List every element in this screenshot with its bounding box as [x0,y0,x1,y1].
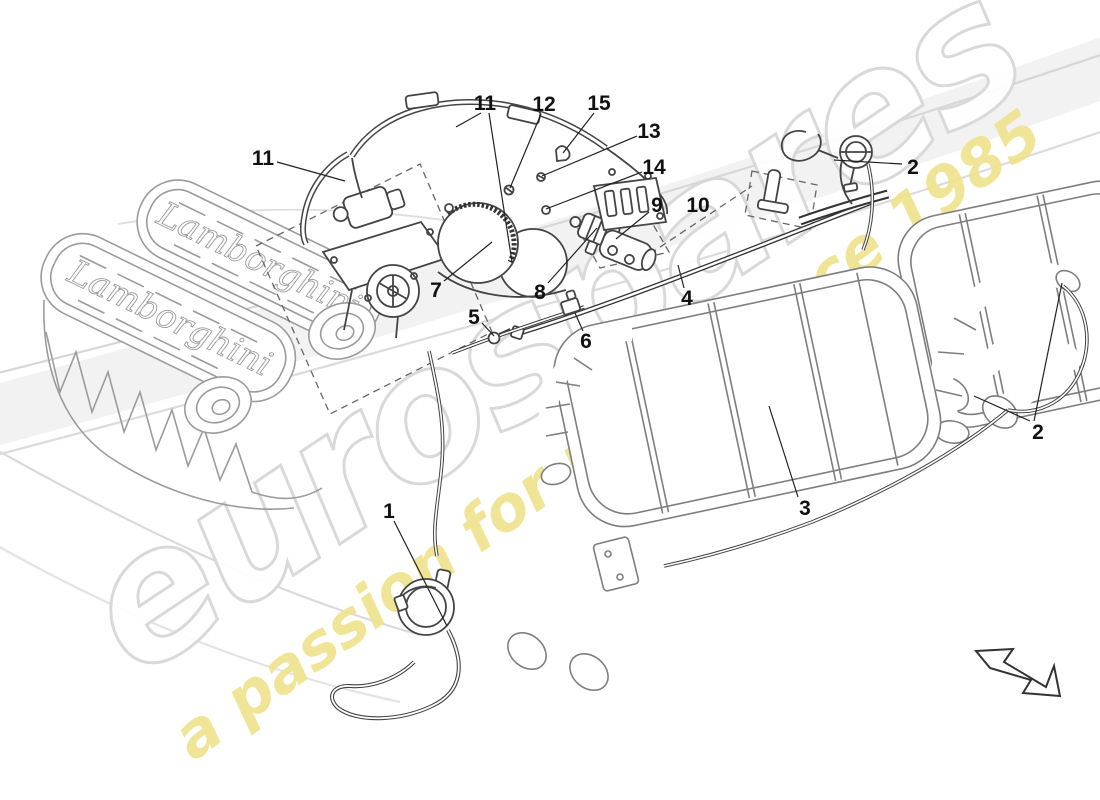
callout-2: 2 [1032,421,1044,444]
callout-2: 2 [907,156,919,179]
callout-13: 13 [637,120,660,143]
reservoir-bracket-wire [437,271,567,298]
engine-lower-outline [43,299,295,510]
exhaust-assembly [507,180,1100,692]
callout-11: 11 [474,92,497,115]
leader-line [545,171,643,210]
callout-layer: 11 11 12 15 13 14 9 10 7 8 5 6 4 2 2 3 1 [252,92,1063,627]
callout-9: 9 [651,194,663,217]
hook-wire [780,130,822,162]
engine-intake-runners [45,331,253,493]
callout-15: 15 [587,92,611,115]
leader-line [509,113,542,189]
reservoir-label-band [446,201,517,264]
muffler-main [553,266,942,528]
callout-11: 11 [252,147,275,170]
callout-4: 4 [681,287,693,310]
callout-1: 1 [383,500,395,523]
leader-line [488,112,513,263]
leader-line [443,241,493,282]
swoosh-curve [0,450,421,637]
bracket-screw [656,212,664,220]
sensor-and-rod [451,289,585,355]
leader-line [677,264,685,289]
leader-line [1033,282,1063,422]
leader-line [973,395,1031,422]
leader-line [833,159,903,165]
leader-line [562,112,595,154]
leader-line [547,227,598,284]
engine-front-cover [40,232,297,403]
leader-line [768,405,799,498]
vacuum-hoses [299,91,669,246]
dashed-box-hanger [744,170,818,230]
leader-line [541,135,638,177]
leader-line [615,211,650,240]
solenoid-bracket [503,145,668,231]
callout-6: 6 [580,330,592,353]
right-hoses [663,284,1089,568]
muffler-right-elbow-pipe [931,262,1081,444]
actuator-1-assembly [330,350,461,721]
leader-line [574,312,584,332]
engine-lower-outline2 [251,487,323,500]
vacuum-pipe-long [510,169,890,340]
leader-line [276,161,346,182]
actuator-2-assembly [780,130,875,251]
engine-assembly: Lamborghini Lamborghini [40,179,383,510]
leader-line [481,322,495,337]
callout-14: 14 [642,156,666,179]
bracket-screw [608,168,616,176]
callout-5: 5 [468,306,480,329]
hose-sleeve [404,91,440,110]
leader-line [393,520,448,627]
vacuum-system [255,91,1089,721]
dashed-box-valves [577,213,671,269]
callout-12: 12 [532,93,555,116]
callout-7: 7 [430,279,442,302]
vacuum-pump-assembly [321,157,449,339]
clip-15 [555,145,571,162]
bracket-screw [644,172,652,180]
engine-throttle-ports [184,302,376,434]
muffler-mount-bracket [592,536,640,592]
swoosh-curve [0,131,1100,456]
valve-body-9 [598,229,657,272]
muffler-inlet-flex-pipe [538,323,633,486]
leader-line [455,112,482,128]
engine-front-cover-inner [49,242,287,393]
direction-arrow [973,647,1062,698]
engine-rear-cover [136,179,383,343]
engine-front-vents [77,255,258,369]
callout-3: 3 [799,497,811,520]
clamp-5 [487,331,501,345]
bolt-14 [541,205,551,215]
callout-10: 10 [686,194,709,217]
callout-8: 8 [534,281,546,304]
pipe-hanger-foot [756,199,789,214]
